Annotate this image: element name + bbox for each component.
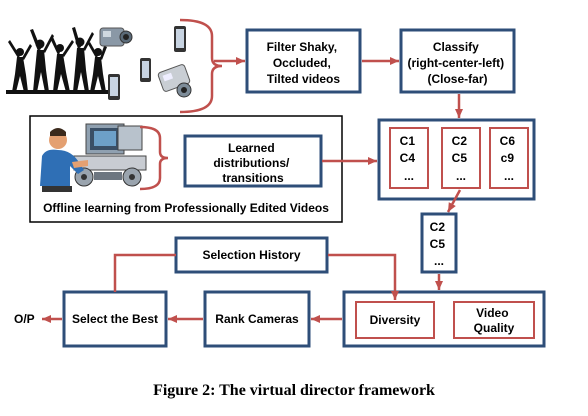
cluster-label: c9 xyxy=(501,151,515,165)
learned-label-line-2: distributions/ xyxy=(213,156,290,170)
filter-box xyxy=(245,28,362,94)
smartphone-icon xyxy=(140,58,151,82)
cluster-label: C5 xyxy=(452,151,468,165)
rank-cameras-box xyxy=(203,290,311,348)
cluster-label: C2 xyxy=(452,134,468,148)
brace-top xyxy=(179,18,223,114)
learned-label-line-1: Learned xyxy=(228,141,275,155)
svg-text:C1 C4 ...: C1 C4 ... xyxy=(400,134,419,183)
classify-label-line-3: (Close-far) xyxy=(427,72,487,86)
svg-text:C6 c9 ...: C6 c9 ... xyxy=(500,134,519,183)
smartphone-icon xyxy=(174,26,186,52)
video-quality-box xyxy=(453,301,535,339)
figure-caption: Figure 2: The virtual director framework xyxy=(153,382,435,399)
learned-label-line-3: transitions xyxy=(222,171,284,185)
arrow-history-to-diversity xyxy=(328,253,399,300)
cluster-ellipsis: ... xyxy=(504,169,514,183)
svg-text:Learned distributions/: Learned distributions/ transitions xyxy=(213,141,292,185)
cluster-label: C6 xyxy=(500,134,516,148)
selected-cluster-label: C2 xyxy=(430,220,446,234)
classify-label-line-1: Classify xyxy=(433,40,479,54)
cluster-group: C1 C4 ... xyxy=(389,127,429,189)
arrow-clusters-to-selected xyxy=(446,189,462,213)
svg-text:Video Quality: Video Quality xyxy=(474,306,515,335)
cluster-ellipsis: ... xyxy=(404,169,414,183)
svg-text:Filter Shaky, Occluded,: Filter Shaky, Occluded, Tilted videos xyxy=(267,40,341,86)
svg-text:C2 C5 ...: C2 C5 ... xyxy=(452,134,471,183)
cluster-label: C4 xyxy=(400,151,416,165)
svg-text:Classify (right-center-lef: Classify (right-center-left) (Close-far) xyxy=(407,40,507,86)
selected-cluster-ellipsis: ... xyxy=(434,254,444,268)
camcorder-icon xyxy=(157,64,192,98)
flow-arrows xyxy=(42,57,463,323)
camcorder-icon xyxy=(99,27,133,47)
classify-box xyxy=(399,28,516,94)
cluster-label: C1 xyxy=(400,134,416,148)
filter-label-line-1: Filter Shaky, xyxy=(267,40,337,54)
cluster-group: C6 c9 ... xyxy=(489,127,529,189)
diversity-box xyxy=(355,301,435,339)
video-quality-label-line-1: Video xyxy=(476,306,508,320)
rank-cameras-label: Rank Cameras xyxy=(215,312,299,326)
selected-cluster-label: C5 xyxy=(430,237,446,251)
dancers-silhouette-icon xyxy=(6,27,110,94)
filter-label-line-3: Tilted videos xyxy=(267,72,340,86)
selection-history-label: Selection History xyxy=(202,248,300,262)
diversity-label: Diversity xyxy=(370,313,421,327)
arrow-select-to-history-line xyxy=(113,253,176,292)
svg-text:C2 C5 ...: C2 C5 ... xyxy=(430,220,449,268)
select-best-label: Select the Best xyxy=(72,312,158,326)
offline-learning-caption: Offline learning from Professionally Edi… xyxy=(43,201,329,215)
cluster-group: C2 C5 ... xyxy=(441,127,481,189)
brace-middle xyxy=(139,125,169,191)
learned-distributions-box xyxy=(183,134,323,188)
cluster-ellipsis: ... xyxy=(456,169,466,183)
selected-cluster-box xyxy=(420,212,458,274)
video-editor-illustration xyxy=(40,123,147,192)
filter-label-line-2: Occluded, xyxy=(273,56,331,70)
video-quality-label-line-2: Quality xyxy=(474,321,515,335)
smartphone-icon xyxy=(108,74,120,100)
output-label: O/P xyxy=(14,312,35,326)
selection-history-box xyxy=(174,236,329,274)
classify-label-line-2: (right-center-left) xyxy=(407,56,504,70)
